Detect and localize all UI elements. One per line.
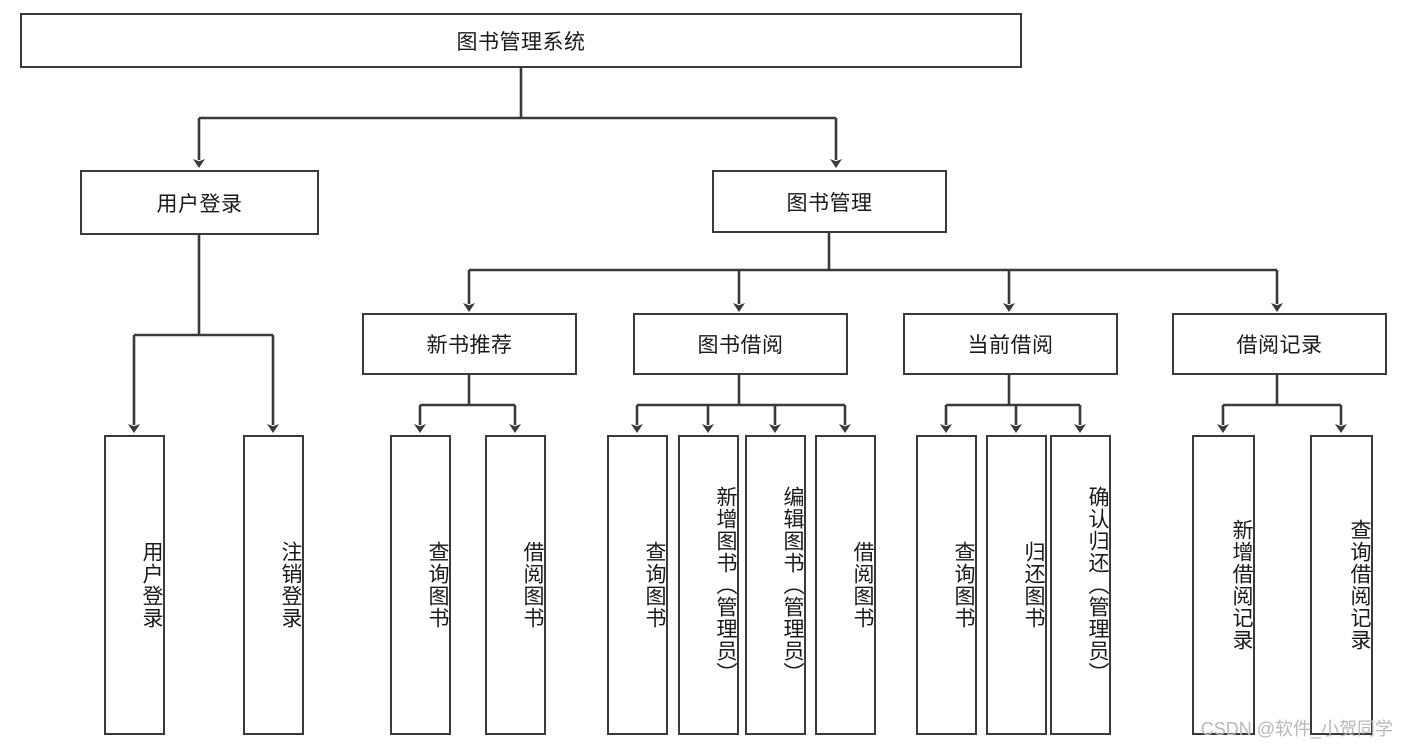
leaf-borrow-book-1-label: 借阅图书 [521, 541, 544, 629]
node-book-borrow-label: 图书借阅 [697, 334, 784, 357]
leaf-return-book-label: 归还图书 [1022, 541, 1045, 629]
node-borrow-record[interactable]: 借阅记录 [1172, 313, 1387, 375]
node-current-borrow-label: 当前借阅 [967, 334, 1054, 357]
leaf-query-book-3[interactable]: 查询图书 [916, 435, 977, 735]
leaf-edit-book-label: 编辑图书（管理员） [781, 486, 804, 684]
node-new-book-recommend[interactable]: 新书推荐 [362, 313, 577, 375]
node-new-book-recommend-label: 新书推荐 [426, 334, 513, 357]
leaf-borrow-book-2[interactable]: 借阅图书 [815, 435, 876, 735]
leaf-query-book-2[interactable]: 查询图书 [607, 435, 668, 735]
leaf-add-record[interactable]: 新增借阅记录 [1192, 435, 1255, 735]
leaf-logout-login[interactable]: 注销登录 [243, 435, 304, 735]
leaf-add-book-label: 新增图书（管理员） [714, 486, 737, 684]
leaf-query-record-label: 查询借阅记录 [1348, 519, 1371, 651]
node-book-manage-label: 图书管理 [786, 191, 873, 215]
node-current-borrow[interactable]: 当前借阅 [903, 313, 1118, 375]
leaf-return-book[interactable]: 归还图书 [986, 435, 1047, 735]
leaf-user-login-label: 用户登录 [140, 541, 163, 629]
leaf-query-record[interactable]: 查询借阅记录 [1310, 435, 1373, 735]
leaf-query-book-3-label: 查询图书 [952, 541, 975, 629]
leaf-logout-login-label: 注销登录 [279, 541, 302, 629]
leaf-edit-book[interactable]: 编辑图书（管理员） [745, 435, 806, 735]
node-user-login-label: 用户登录 [156, 192, 243, 216]
leaf-add-record-label: 新增借阅记录 [1230, 519, 1253, 651]
leaf-user-login[interactable]: 用户登录 [104, 435, 165, 735]
leaf-confirm-return[interactable]: 确认归还（管理员） [1050, 435, 1111, 735]
node-borrow-record-label: 借阅记录 [1236, 334, 1323, 357]
leaf-query-book-1[interactable]: 查询图书 [390, 435, 451, 735]
leaf-query-book-1-label: 查询图书 [426, 541, 449, 629]
leaf-borrow-book-2-label: 借阅图书 [851, 541, 874, 629]
leaf-add-book[interactable]: 新增图书（管理员） [678, 435, 739, 735]
node-root-label: 图书管理系统 [456, 30, 586, 54]
leaf-confirm-return-label: 确认归还（管理员） [1086, 486, 1109, 684]
node-book-borrow[interactable]: 图书借阅 [633, 313, 848, 375]
node-book-manage[interactable]: 图书管理 [712, 170, 947, 233]
leaf-query-book-2-label: 查询图书 [643, 541, 666, 629]
node-user-login[interactable]: 用户登录 [80, 170, 319, 235]
watermark: CSDN @软件_小贺同学 [1200, 719, 1393, 739]
node-root[interactable]: 图书管理系统 [20, 13, 1022, 68]
leaf-borrow-book-1[interactable]: 借阅图书 [485, 435, 546, 735]
